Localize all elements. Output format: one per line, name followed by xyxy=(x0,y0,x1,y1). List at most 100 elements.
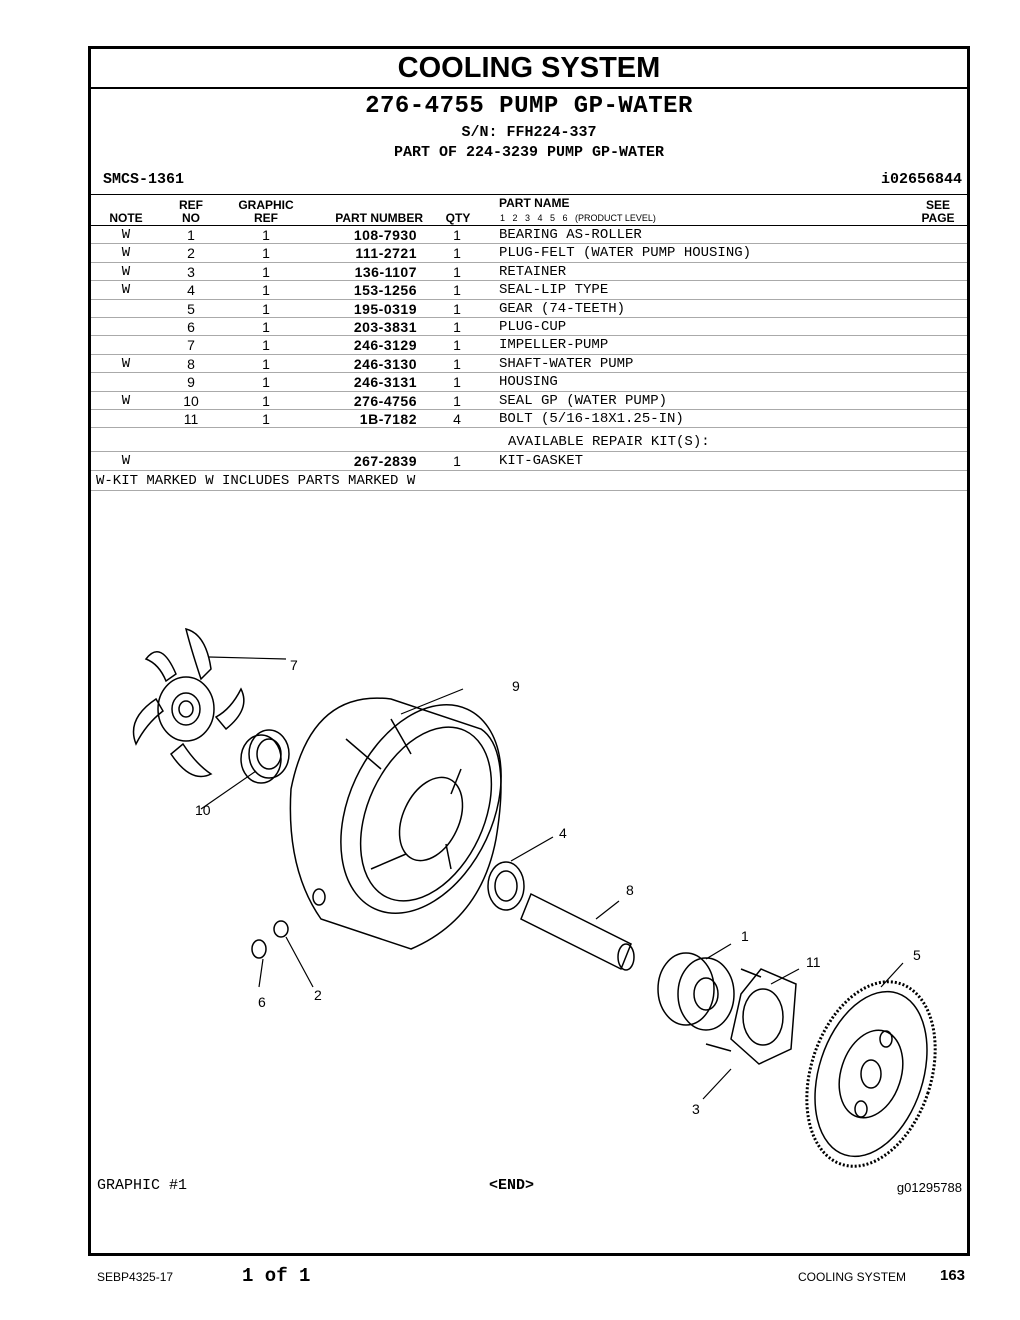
parts-table: W 1 1 108-7930 1 BEARING AS-ROLLER W 2 1… xyxy=(91,226,967,491)
part-number-cell: 136-1107 xyxy=(354,263,417,280)
graphic-ref-cell: 1 xyxy=(262,355,270,372)
header-graphic: GRAPHIC xyxy=(238,198,294,212)
group-title: 276-4755 PUMP GP-WATER xyxy=(365,93,693,120)
qty-cell: 1 xyxy=(453,263,461,280)
gear-drawing xyxy=(805,980,937,1168)
note-cell: W xyxy=(121,453,131,470)
header-bottom-rule xyxy=(91,225,967,226)
ref-cell: 6 xyxy=(187,318,195,335)
kit-row[interactable]: W 267-2839 1 KIT-GASKET xyxy=(91,452,967,471)
table-row[interactable]: W 8 1 246-3130 1 SHAFT-WATER PUMP xyxy=(91,355,967,374)
page-number: 163 xyxy=(940,1267,966,1284)
ref-cell: 8 xyxy=(187,355,195,372)
table-row[interactable]: W 1 1 108-7930 1 BEARING AS-ROLLER xyxy=(91,226,967,245)
part-name-cell: SEAL GP (WATER PUMP) xyxy=(499,392,668,409)
callout-11: 11 xyxy=(806,954,821,970)
footnote-row: W-KIT MARKED W INCLUDES PARTS MARKED W xyxy=(91,471,967,491)
repair-kit-heading: AVAILABLE REPAIR KIT(S): xyxy=(508,434,710,451)
impeller-drawing xyxy=(132,627,245,778)
part-name-cell: HOUSING xyxy=(499,374,558,391)
graphic-ref-cell: 1 xyxy=(262,410,270,427)
part-number-cell: 195-0319 xyxy=(353,300,417,317)
part-name-cell: SHAFT-WATER PUMP xyxy=(499,355,634,372)
seal-group-drawing xyxy=(240,729,290,784)
ref-cell: 1 xyxy=(187,227,195,243)
footnote: W-KIT MARKED W INCLUDES PARTS MARKED W xyxy=(96,472,416,489)
graphic-ref-cell: 1 xyxy=(262,245,270,262)
header-note: NOTE xyxy=(109,211,143,225)
part-number-cell: 153-1256 xyxy=(353,282,417,299)
part-number-cell: 1B-7182 xyxy=(359,410,417,427)
qty-cell: 1 xyxy=(453,453,461,470)
part-name-cell: PLUG-FELT (WATER PUMP HOUSING) xyxy=(499,245,752,262)
graphic-ref-cell: 1 xyxy=(262,227,270,243)
header-top-rule xyxy=(91,194,967,195)
ref-cell: 4 xyxy=(187,282,195,299)
qty-cell: 1 xyxy=(453,337,461,354)
qty-cell: 1 xyxy=(453,245,461,262)
part-number-cell: 108-7930 xyxy=(353,227,417,243)
header-no: NO xyxy=(182,211,200,225)
note-cell: W xyxy=(121,282,131,299)
footer-section: COOLING SYSTEM xyxy=(798,1270,907,1284)
graphic-ref-cell: 1 xyxy=(262,337,270,354)
bearing-drawing xyxy=(657,952,735,1031)
ref-cell: 11 xyxy=(183,410,199,427)
qty-cell: 1 xyxy=(453,227,461,243)
parts-page-frame: COOLING SYSTEM 276-4755 PUMP GP-WATER S/… xyxy=(88,46,970,1256)
part-name-cell: BOLT (5/16-18X1.25-IN) xyxy=(499,410,684,427)
part-number-cell: 203-3831 xyxy=(353,318,417,335)
graphic-ref-cell: 1 xyxy=(262,263,270,280)
part-number-cell: 267-2839 xyxy=(353,453,417,470)
part-name-cell: SEAL-LIP TYPE xyxy=(499,282,609,299)
table-row[interactable]: 7 1 246-3129 1 IMPELLER-PUMP xyxy=(91,336,967,355)
header-see: SEE xyxy=(925,198,950,212)
qty-cell: 1 xyxy=(453,300,461,317)
ref-cell: 3 xyxy=(187,263,195,280)
callout-10: 10 xyxy=(195,802,211,818)
table-row[interactable]: W 3 1 136-1107 1 RETAINER xyxy=(91,263,967,282)
part-name-cell: KIT-GASKET xyxy=(499,453,584,470)
table-row[interactable]: 11 1 1B-7182 4 BOLT (5/16-18X1.25-IN) xyxy=(91,410,967,429)
part-name-cell: PLUG-CUP xyxy=(499,318,567,335)
table-row[interactable]: 5 1 195-0319 1 GEAR (74-TEETH) xyxy=(91,300,967,318)
qty-cell: 1 xyxy=(453,355,461,372)
table-row[interactable]: W 2 1 111-2721 1 PLUG-FELT (WATER PUMP H… xyxy=(91,244,967,263)
table-row[interactable]: 9 1 246-3131 1 HOUSING xyxy=(91,373,967,392)
callout-9: 9 xyxy=(512,678,520,694)
illustration-id: i02656844 xyxy=(880,171,962,188)
table-row[interactable]: 6 1 203-3831 1 PLUG-CUP xyxy=(91,318,967,337)
note-cell: W xyxy=(121,227,131,243)
housing-drawing xyxy=(289,697,502,950)
doc-number: SEBP4325-17 xyxy=(97,1270,174,1284)
qty-cell: 1 xyxy=(453,282,461,299)
qty-cell: 1 xyxy=(453,374,461,391)
shaft-drawing xyxy=(520,892,635,971)
header-product-level: 1 2 3 4 5 6 (PRODUCT LEVEL) xyxy=(500,213,656,223)
page-of: 1 of 1 xyxy=(242,1265,311,1287)
ref-cell: 10 xyxy=(183,392,199,409)
header-part-number: PART NUMBER xyxy=(335,211,423,225)
callout-8: 8 xyxy=(626,882,634,898)
graphic-label: GRAPHIC #1 xyxy=(97,1177,188,1194)
ref-cell: 2 xyxy=(187,245,195,262)
qty-cell: 1 xyxy=(453,392,461,409)
note-cell: W xyxy=(121,245,131,262)
part-number-cell: 111-2721 xyxy=(355,245,417,262)
part-name-cell: IMPELLER-PUMP xyxy=(499,337,609,354)
part-number-cell: 276-4756 xyxy=(353,392,417,409)
graphic-ref-cell: 1 xyxy=(262,374,270,391)
part-name-cell: GEAR (74-TEETH) xyxy=(499,300,626,317)
end-marker: <END> xyxy=(489,1177,535,1194)
callout-6: 6 xyxy=(258,994,266,1010)
serial-number: S/N: FFH224-337 xyxy=(461,124,597,141)
section-title: COOLING SYSTEM xyxy=(91,49,967,89)
part-number-cell: 246-3130 xyxy=(353,355,417,372)
retainer-drawing xyxy=(705,968,797,1065)
table-row[interactable]: W 4 1 153-1256 1 SEAL-LIP TYPE xyxy=(91,281,967,300)
table-row[interactable]: W 10 1 276-4756 1 SEAL GP (WATER PUMP) xyxy=(91,392,967,410)
exploded-view-illustration: 7 9 10 4 8 1 11 5 6 2 3 xyxy=(132,627,937,1168)
header-ref: REF xyxy=(179,198,203,212)
header-qty: QTY xyxy=(445,211,471,225)
header-page: PAGE xyxy=(921,211,955,225)
